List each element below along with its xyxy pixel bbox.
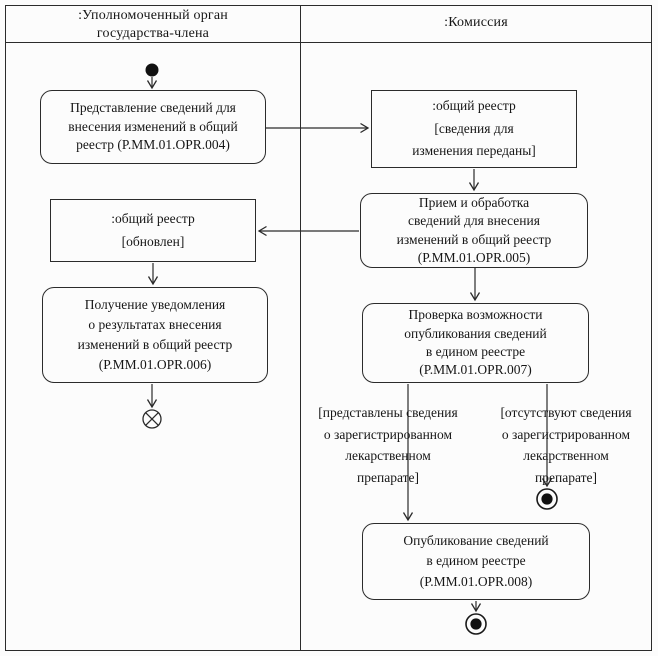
object-node-registry-transferred: :общий реестр [сведения для изменения пе… [371, 90, 577, 168]
lane-title-authorized-body: :Уполномоченный орган государства-члена [78, 8, 228, 42]
activity-opr006: Получение уведомления о результатах внес… [42, 287, 268, 383]
object-node-registry-updated: :общий реестр [обновлен] [50, 199, 256, 262]
guard-label-registered-data-absent: [отсутствуют сведения о зарегистрированн… [500, 405, 632, 485]
lane-divider [300, 5, 301, 650]
activity-opr008: Опубликование сведений в едином реестре … [362, 523, 590, 600]
activity-opr004: Представление сведений для внесения изме… [40, 90, 266, 164]
activity-opr007: Проверка возможности опубликования сведе… [362, 303, 589, 383]
guard-label-registered-data-present: [представлены сведения о зарегистрирован… [318, 405, 458, 485]
lane-title-commission: :Комиссия [444, 15, 508, 30]
lane-header-separator [5, 42, 651, 43]
activity-opr005: Прием и обработка сведений для внесения … [360, 193, 588, 268]
diagram-frame [5, 5, 652, 651]
